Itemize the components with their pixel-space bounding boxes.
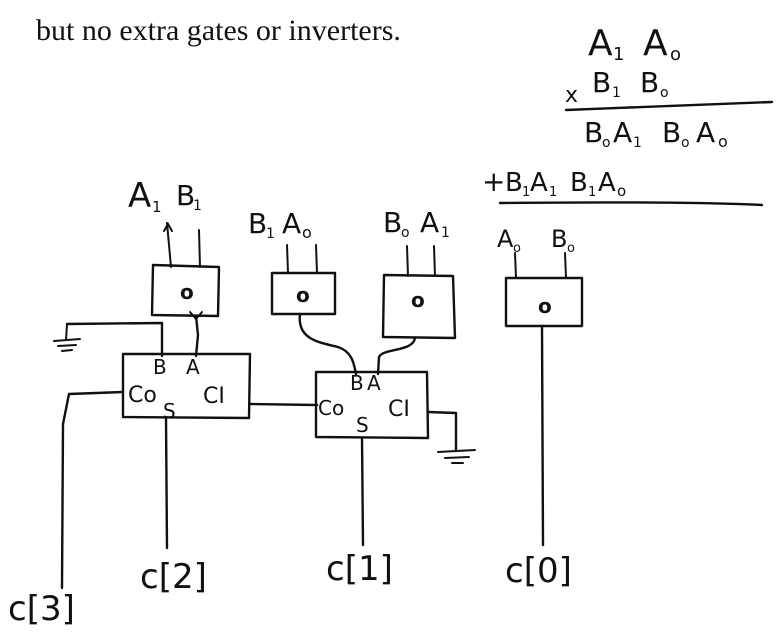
svg-text:B: B bbox=[176, 179, 195, 212]
times-sign: x bbox=[565, 83, 578, 108]
row1-a1: A bbox=[613, 116, 632, 149]
row1-a0: A bbox=[696, 116, 715, 149]
product-rule-1 bbox=[564, 100, 774, 112]
svg-text:o: o bbox=[302, 223, 312, 242]
svg-text:1: 1 bbox=[441, 225, 450, 241]
svg-text:B: B bbox=[350, 371, 364, 395]
full-adder-right: B A Co CI S bbox=[314, 370, 430, 440]
svg-text:Co: Co bbox=[318, 396, 344, 420]
svg-text:o: o bbox=[411, 288, 425, 312]
output-c0: c[0] bbox=[505, 551, 572, 591]
svg-text:o: o bbox=[180, 280, 194, 304]
svg-text:o: o bbox=[296, 283, 310, 307]
svg-text:CI: CI bbox=[388, 397, 410, 422]
and-gate-a1-b1: A 1 B 1 o bbox=[128, 176, 221, 318]
svg-text:A: A bbox=[497, 225, 514, 253]
svg-text:o: o bbox=[513, 241, 521, 256]
svg-text:A: A bbox=[367, 371, 381, 395]
and-gate-a0-b0: A o B o o bbox=[497, 225, 584, 328]
wires bbox=[53, 311, 545, 590]
row1-a0-sub: o bbox=[718, 132, 728, 151]
row1-b0b: B bbox=[662, 116, 681, 149]
svg-text:A: A bbox=[186, 355, 200, 379]
row2-b1b: B bbox=[570, 168, 588, 198]
multiplier-b0: B bbox=[640, 66, 659, 99]
plus-sign: + bbox=[482, 165, 505, 198]
svg-text:1: 1 bbox=[193, 198, 202, 214]
full-adder-left: B A Co CI S bbox=[121, 352, 252, 423]
and-gate-b0-a1: B o A 1 o bbox=[381, 206, 457, 340]
row2-a0-sub: o bbox=[617, 182, 626, 200]
svg-text:A: A bbox=[420, 206, 439, 239]
header-text: but no extra gates or inverters. bbox=[36, 14, 401, 47]
and-gate-b1-a0: B 1 A o o bbox=[248, 207, 337, 316]
output-c1: c[1] bbox=[326, 549, 393, 589]
svg-text:1: 1 bbox=[152, 198, 162, 216]
svg-text:A: A bbox=[128, 176, 151, 216]
multiplicand-a1: A bbox=[588, 23, 613, 64]
row2-b1-sub: 1 bbox=[522, 185, 530, 200]
output-c2: c[2] bbox=[140, 557, 207, 597]
svg-text:Co: Co bbox=[128, 383, 157, 408]
row1-b0-sub: o bbox=[602, 135, 611, 151]
output-c3: c[3] bbox=[8, 589, 75, 629]
svg-text:B: B bbox=[551, 225, 567, 253]
svg-text:o: o bbox=[401, 225, 410, 241]
row2-a1: A bbox=[530, 168, 548, 198]
svg-text:B: B bbox=[248, 207, 267, 240]
row1-b0b-sub: o bbox=[681, 135, 690, 151]
row1-a1-sub: 1 bbox=[633, 135, 642, 151]
row2-a1-sub: 1 bbox=[549, 185, 557, 200]
row2-a0: A bbox=[598, 168, 616, 198]
row2-b1: B bbox=[505, 168, 523, 198]
multiplicand-a0: A bbox=[643, 23, 668, 64]
svg-text:A: A bbox=[282, 207, 301, 240]
multiplier-b1-sub: 1 bbox=[612, 85, 621, 101]
svg-text:o: o bbox=[567, 241, 575, 256]
svg-text:B: B bbox=[383, 206, 402, 239]
svg-text:B: B bbox=[153, 355, 167, 379]
output-labels: c[3] c[2] c[1] c[0] bbox=[8, 549, 572, 629]
product-rule-2 bbox=[498, 201, 764, 207]
svg-text:CI: CI bbox=[203, 384, 225, 409]
svg-text:o: o bbox=[538, 294, 552, 318]
svg-text:S: S bbox=[356, 413, 369, 437]
row2-b1b-sub: 1 bbox=[588, 185, 596, 200]
row1-b0: B bbox=[584, 116, 603, 149]
svg-text:1: 1 bbox=[266, 226, 275, 242]
multiplier-b0-sub: o bbox=[660, 85, 669, 101]
multiplier-b1: B bbox=[592, 66, 611, 99]
multiplicand-a0-sub: o bbox=[670, 44, 681, 65]
multiplication-work: A 1 A o x B 1 B o B o A 1 B o A o + B 1 … bbox=[482, 23, 774, 207]
multiplicand-a1-sub: 1 bbox=[613, 44, 624, 65]
